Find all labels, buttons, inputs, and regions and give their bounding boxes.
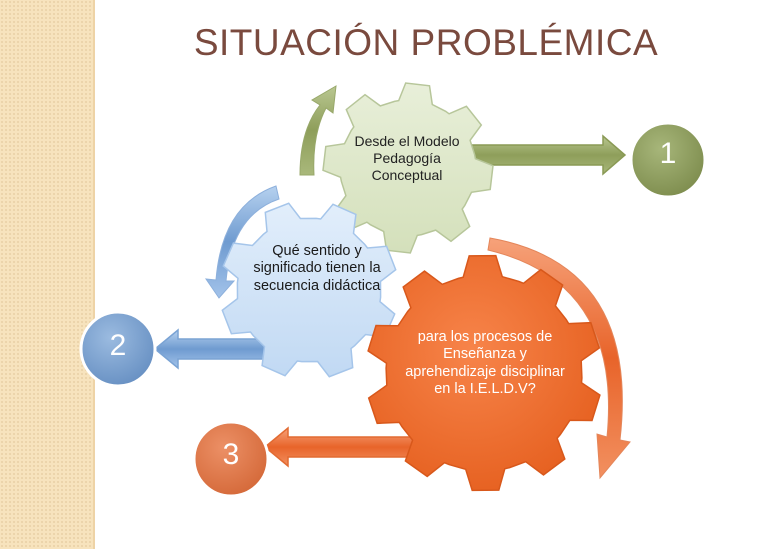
decorative-side-strip: [0, 0, 93, 549]
gear-text-procesos: para los procesos de Enseñanza y aprehen…: [405, 329, 565, 398]
curved-arrow-green: [299, 85, 337, 176]
circle-label-2: 2: [109, 329, 127, 362]
side-strip-edge: [93, 0, 95, 549]
circle-1: [629, 121, 707, 199]
slide-title: SITUACIÓN PROBLÉMICA: [193, 22, 659, 63]
circle-2: [79, 310, 157, 388]
circle-3: [192, 420, 270, 498]
gear-procesos-ensenanza: [367, 254, 601, 492]
gear-text-modelo: Desde el Modelo Pedagogía Conceptual: [354, 133, 460, 183]
circle-label-1: 1: [659, 137, 677, 170]
circle-label-3: 3: [222, 438, 240, 471]
gear-secuencia-didactica: [221, 202, 397, 378]
curved-arrow-blue: [204, 185, 280, 299]
gear-text-secuencia: Qué sentido y significado tienen la secu…: [253, 243, 381, 294]
gear-modelo-pedagogico: [322, 82, 494, 254]
